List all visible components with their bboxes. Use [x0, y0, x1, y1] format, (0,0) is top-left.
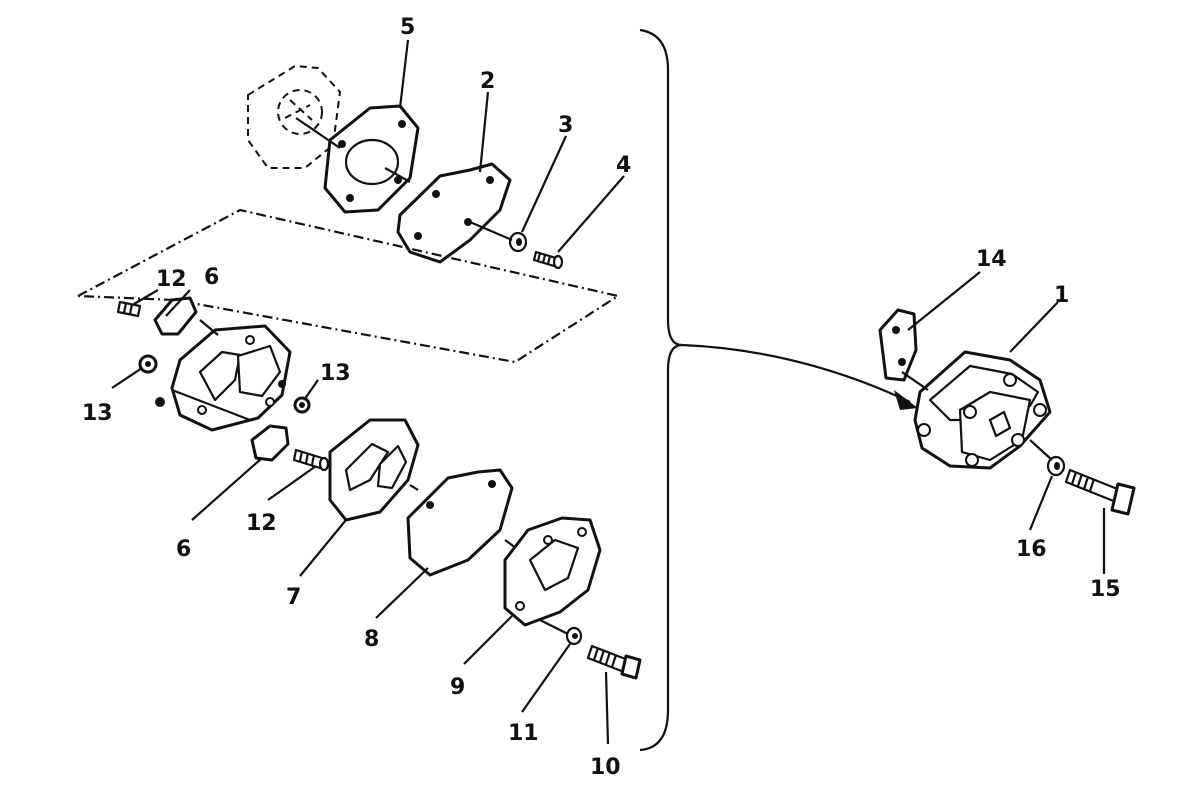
callout-13-left: 13: [82, 401, 113, 426]
callout-3: 3: [558, 113, 573, 138]
callout-12-top: 12: [156, 267, 187, 292]
callout-8: 8: [364, 627, 379, 652]
callout-14: 14: [976, 247, 1007, 272]
callout-15: 15: [1090, 577, 1121, 602]
callout-5: 5: [400, 15, 415, 40]
callout-6-top: 6: [204, 265, 219, 290]
pump-gasket-part-14: [878, 308, 918, 382]
nut-part-13-left: [138, 354, 158, 374]
bolt-part-15: [1064, 468, 1136, 516]
callout-7: 7: [286, 585, 301, 610]
callout-13-right: 13: [320, 361, 351, 386]
gasket-part-7: [328, 418, 420, 522]
check-valve-part-6-top: [153, 296, 198, 336]
callout-11: 11: [508, 721, 539, 746]
callout-6-bottom: 6: [176, 537, 191, 562]
assembly-arrow: [681, 343, 911, 403]
callout-16: 16: [1016, 537, 1047, 562]
diaphragm-plate-part-5: [323, 104, 420, 214]
screw-part-4: [532, 250, 564, 270]
pump-cover-phantom: [247, 64, 342, 169]
callout-2: 2: [480, 69, 495, 94]
lockwasher-part-16: [1046, 455, 1066, 477]
callout-1: 1: [1054, 283, 1069, 308]
diaphragm-part-8: [406, 468, 514, 577]
screw-part-12-top: [116, 300, 142, 318]
lockwasher-part-11: [565, 626, 583, 646]
screw-part-10: [586, 644, 642, 680]
pump-body: [155, 324, 292, 432]
callout-9: 9: [450, 675, 465, 700]
check-valve-part-6-bottom: [250, 424, 290, 462]
lockwasher-part-3: [508, 231, 528, 253]
nut-part-13-right: [293, 396, 311, 414]
assembly-outline: [73, 208, 621, 364]
assembled-fuel-pump-part-1: [913, 350, 1052, 470]
callout-12-bottom: 12: [246, 511, 277, 536]
gasket-part-2: [396, 162, 512, 264]
screw-part-12-bottom: [292, 448, 330, 472]
arrow-head: [894, 390, 918, 410]
cover-part-9: [503, 516, 602, 627]
callout-4: 4: [616, 153, 631, 178]
callout-10: 10: [590, 755, 621, 780]
group-bracket: [639, 28, 683, 752]
